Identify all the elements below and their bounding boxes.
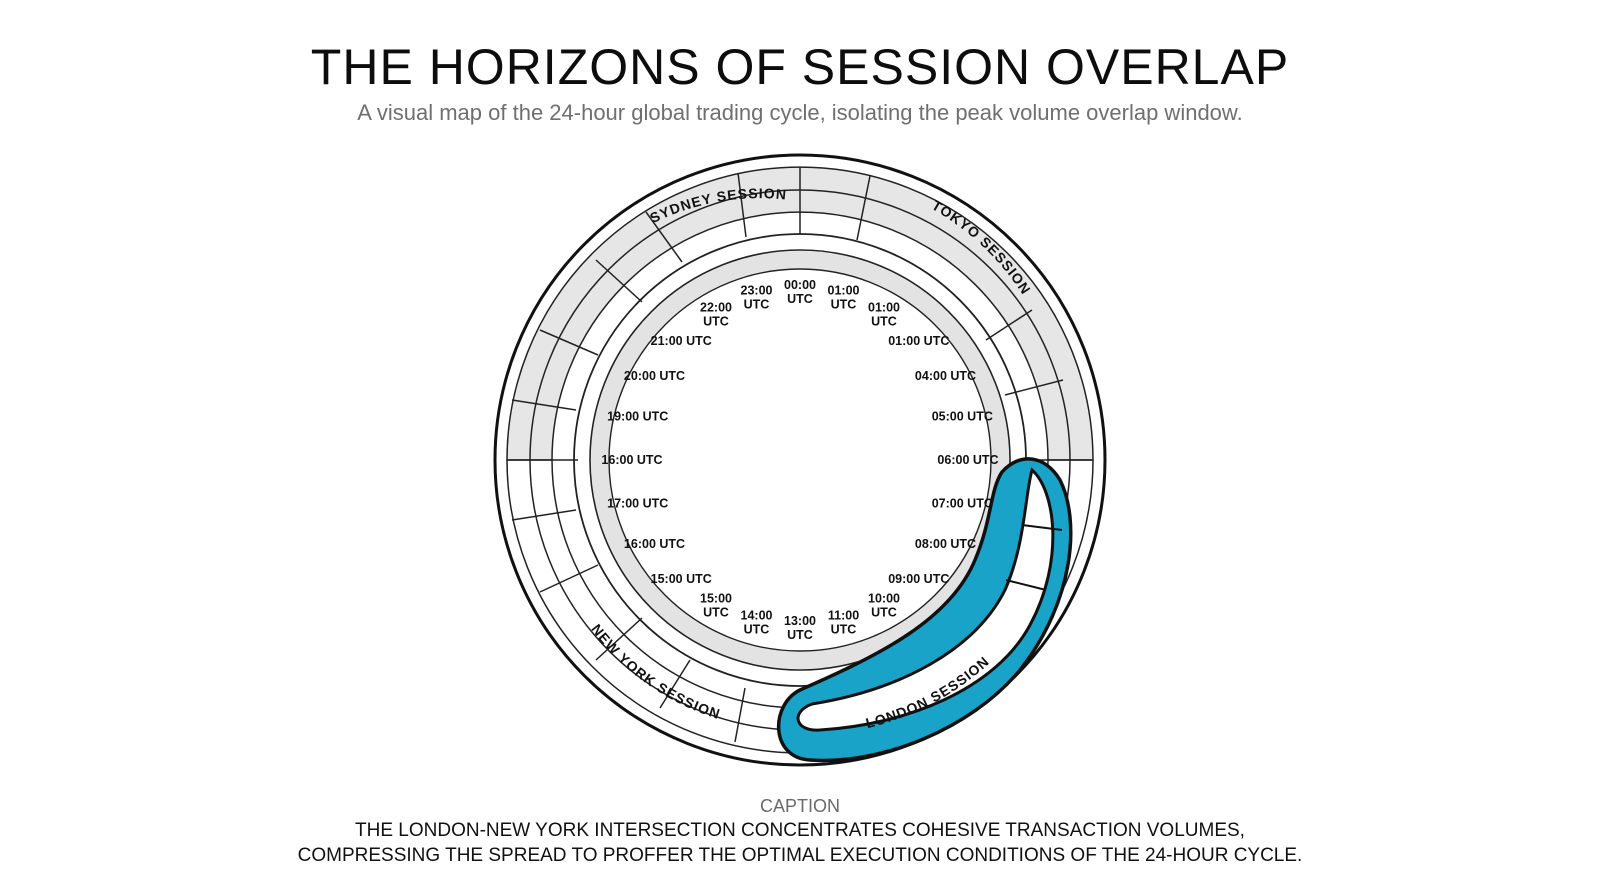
hour-label: 16:00 UTC	[601, 453, 662, 467]
hour-label-line: 21:00 UTC	[651, 334, 712, 348]
overlap-divider-2	[1005, 579, 1047, 591]
hour-label-line: UTC	[703, 606, 729, 620]
hour-label-line: UTC	[831, 298, 857, 312]
hour-label-line: 16:00 UTC	[601, 453, 662, 467]
hour-label-line: 06:00 UTC	[937, 453, 998, 467]
hour-label-line: 17:00 UTC	[607, 497, 668, 511]
caption-line-2: COMPRESSING THE SPREAD TO PROFFER THE OP…	[297, 845, 1303, 866]
hour-label-line: 15:00	[700, 592, 732, 606]
hour-label-line: 11:00	[828, 608, 859, 622]
hour-label: 08:00 UTC	[915, 537, 976, 551]
hour-label-line: 20:00 UTC	[624, 369, 685, 383]
hour-label-line: 01:00	[868, 301, 900, 315]
hour-label-line: 05:00 UTC	[932, 410, 993, 424]
london-session-track	[796, 467, 1055, 732]
hour-label-line: 19:00 UTC	[607, 410, 668, 424]
overlap-highlight	[777, 457, 1073, 763]
hour-label-line: UTC	[703, 315, 729, 329]
hour-label-line: 16:00 UTC	[624, 537, 685, 551]
hour-label-line: 04:00 UTC	[915, 369, 976, 383]
hour-label-line: UTC	[787, 292, 813, 306]
hour-label: 21:00 UTC	[651, 334, 712, 348]
hour-label-line: 15:00 UTC	[651, 572, 712, 586]
hour-label: 17:00 UTC	[607, 497, 668, 511]
hour-label: 19:00 UTC	[607, 410, 668, 424]
hour-label: 07:00 UTC	[932, 497, 993, 511]
hour-label-line: UTC	[744, 622, 770, 636]
hour-ring-inner-edge	[608, 268, 992, 652]
hour-label: 06:00 UTC	[937, 453, 998, 467]
hour-label-line: UTC	[871, 606, 897, 620]
hour-label-line: UTC	[787, 628, 813, 642]
hour-label-line: 22:00	[700, 301, 732, 315]
hour-label: 04:00 UTC	[915, 369, 976, 383]
hour-label-line: 10:00	[868, 592, 900, 606]
hour-label-line: 23:00	[741, 284, 773, 298]
overlap-divider	[1021, 524, 1063, 531]
caption-label: CAPTION	[759, 796, 840, 816]
hour-label: 16:00 UTC	[624, 537, 685, 551]
hour-label-line: 07:00 UTC	[932, 497, 993, 511]
hour-label: 05:00 UTC	[932, 410, 993, 424]
hour-label-line: 01:00 UTC	[888, 334, 949, 348]
hour-label-line: 13:00	[784, 614, 816, 628]
hour-label: 20:00 UTC	[624, 369, 685, 383]
hour-ring-outer-edge	[589, 249, 1011, 671]
hour-label-line: UTC	[871, 315, 897, 329]
hour-label-line: 09:00 UTC	[888, 572, 949, 586]
hour-label-line: 14:00	[741, 608, 773, 622]
hour-label-line: 00:00	[784, 278, 816, 292]
hour-label: 09:00 UTC	[888, 572, 949, 586]
asia-session-band	[506, 166, 1094, 461]
hour-label-line: UTC	[744, 298, 770, 312]
page-subtitle: A visual map of the 24-hour global tradi…	[357, 100, 1243, 125]
hour-label-line: 08:00 UTC	[915, 537, 976, 551]
hour-label: 01:00 UTC	[888, 334, 949, 348]
caption-line-1: THE LONDON-NEW YORK INTERSECTION CONCENT…	[355, 820, 1245, 841]
hour-label: 15:00 UTC	[651, 572, 712, 586]
hour-label-line: UTC	[831, 622, 857, 636]
caption-text: THE LONDON-NEW YORK INTERSECTION CONCENT…	[0, 818, 1600, 868]
band-segment-ticks	[507, 167, 1093, 743]
hour-label-line: 01:00	[828, 284, 860, 298]
page-title: THE HORIZONS OF SESSION OVERLAP	[310, 39, 1290, 95]
hour-ring	[591, 251, 1009, 669]
